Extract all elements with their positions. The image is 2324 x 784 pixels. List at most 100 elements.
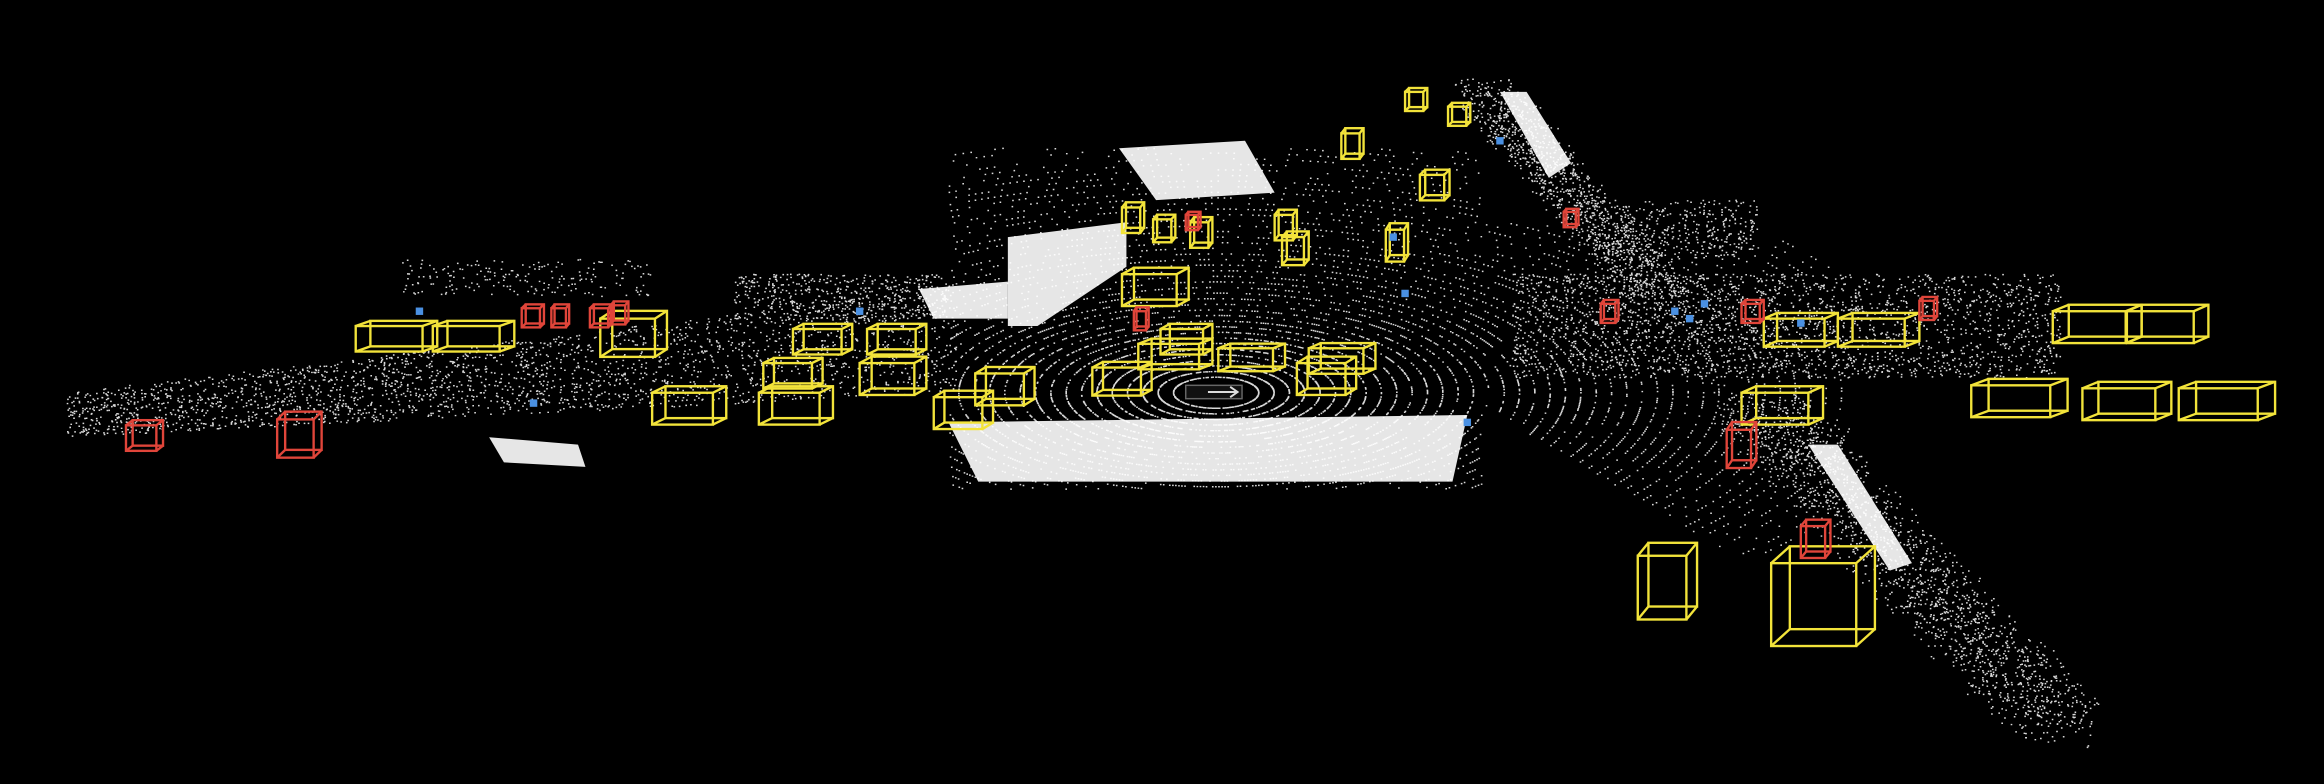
box-face-back xyxy=(771,385,835,420)
pedestrian-box xyxy=(1132,306,1150,332)
box-edge xyxy=(1465,101,1472,108)
box-edge xyxy=(1272,342,1286,350)
cyclist-marker xyxy=(529,399,538,407)
box-face-front xyxy=(1384,228,1406,263)
car-box xyxy=(1137,337,1214,371)
structure-0 xyxy=(948,414,1468,482)
box-face-back xyxy=(553,303,571,325)
box-face-front xyxy=(1740,391,1810,426)
box-face-front xyxy=(588,307,610,329)
box-edge xyxy=(1189,216,1196,224)
box-edge xyxy=(1837,339,1853,348)
box-edge xyxy=(1139,201,1146,209)
car-box xyxy=(2125,303,2210,345)
box-edge xyxy=(125,444,134,452)
box-edge xyxy=(762,382,775,390)
box-edge xyxy=(422,319,438,328)
box-face-front xyxy=(2081,387,2157,422)
box-face-back xyxy=(2194,380,2277,415)
box-edge xyxy=(762,356,775,365)
cyclist-marker xyxy=(1389,233,1397,241)
box-edge xyxy=(913,387,927,397)
box-edge xyxy=(125,419,134,427)
car-box xyxy=(1120,201,1146,235)
box-edge xyxy=(1422,87,1429,93)
box-edge xyxy=(1091,360,1104,369)
box-face-front xyxy=(1418,173,1446,202)
box-face-back xyxy=(524,303,546,325)
box-face-back xyxy=(1987,377,2069,412)
box-edge xyxy=(1918,315,1924,321)
box-face-front xyxy=(1403,90,1425,113)
box-face-back xyxy=(943,389,995,424)
box-edge xyxy=(565,303,571,310)
box-face-back xyxy=(1306,355,1358,390)
box-edge xyxy=(1419,168,1427,176)
box-edge xyxy=(539,322,545,329)
box-edge xyxy=(1170,213,1177,221)
box-edge xyxy=(2178,380,2197,390)
box-edge xyxy=(1740,318,1747,324)
box-edge xyxy=(1176,298,1190,308)
box-edge xyxy=(915,322,927,331)
box-face-front xyxy=(124,424,158,453)
box-edge xyxy=(933,389,946,399)
box-face-front xyxy=(520,307,542,329)
box-face-front xyxy=(1159,327,1205,356)
box-edge xyxy=(1308,367,1322,375)
box-edge xyxy=(1750,459,1758,469)
box-face-back xyxy=(802,322,854,351)
box-face-front xyxy=(354,324,424,353)
box-edge xyxy=(758,417,773,426)
box-edge xyxy=(712,385,727,394)
box-face-back xyxy=(984,365,1036,401)
box-edge xyxy=(1272,365,1286,373)
cyclist-marker xyxy=(1685,314,1694,323)
box-edge xyxy=(155,444,164,452)
box-edge xyxy=(981,421,994,431)
car-box xyxy=(932,389,995,431)
box-edge xyxy=(1725,459,1734,469)
box-face-front xyxy=(1836,317,1906,348)
box-edge xyxy=(1145,325,1150,332)
pedestrian-box xyxy=(275,410,323,459)
box-face-front xyxy=(275,418,315,459)
pedestrian-box xyxy=(520,303,546,329)
box-face-back xyxy=(1804,518,1832,553)
car-box xyxy=(1280,230,1310,267)
box-edge xyxy=(1121,266,1135,276)
box-edge xyxy=(1152,213,1159,221)
box-face-front xyxy=(1446,105,1468,128)
box-edge xyxy=(1217,342,1231,350)
box-edge xyxy=(1763,339,1778,348)
box-edge xyxy=(565,322,571,329)
box-edge xyxy=(2081,380,2099,390)
box-edge xyxy=(276,410,286,421)
box-face-front xyxy=(858,361,916,397)
box-edge xyxy=(1362,342,1376,350)
box-edge xyxy=(1023,397,1036,407)
box-edge xyxy=(1308,342,1322,350)
box-edge xyxy=(1159,322,1171,331)
box-edge xyxy=(2049,409,2069,419)
box-edge xyxy=(1202,348,1213,356)
box-edge xyxy=(355,345,371,353)
box-face-back xyxy=(1851,311,1921,343)
box-face-back xyxy=(446,319,516,348)
box-face-front xyxy=(1769,561,1858,648)
box-edge xyxy=(1281,258,1288,266)
box-edge xyxy=(1685,542,1698,557)
box-face-back xyxy=(1168,322,1214,351)
cyclist-marker xyxy=(415,307,424,315)
box-edge xyxy=(1725,421,1734,431)
car-box xyxy=(757,385,835,426)
box-edge xyxy=(1121,298,1135,308)
box-edge xyxy=(1384,222,1391,231)
structure-4 xyxy=(1808,444,1912,571)
box-face-front xyxy=(757,391,821,426)
box-edge xyxy=(1824,311,1839,320)
box-edge xyxy=(422,345,438,353)
car-box xyxy=(1273,208,1299,242)
car-box xyxy=(1217,342,1287,373)
